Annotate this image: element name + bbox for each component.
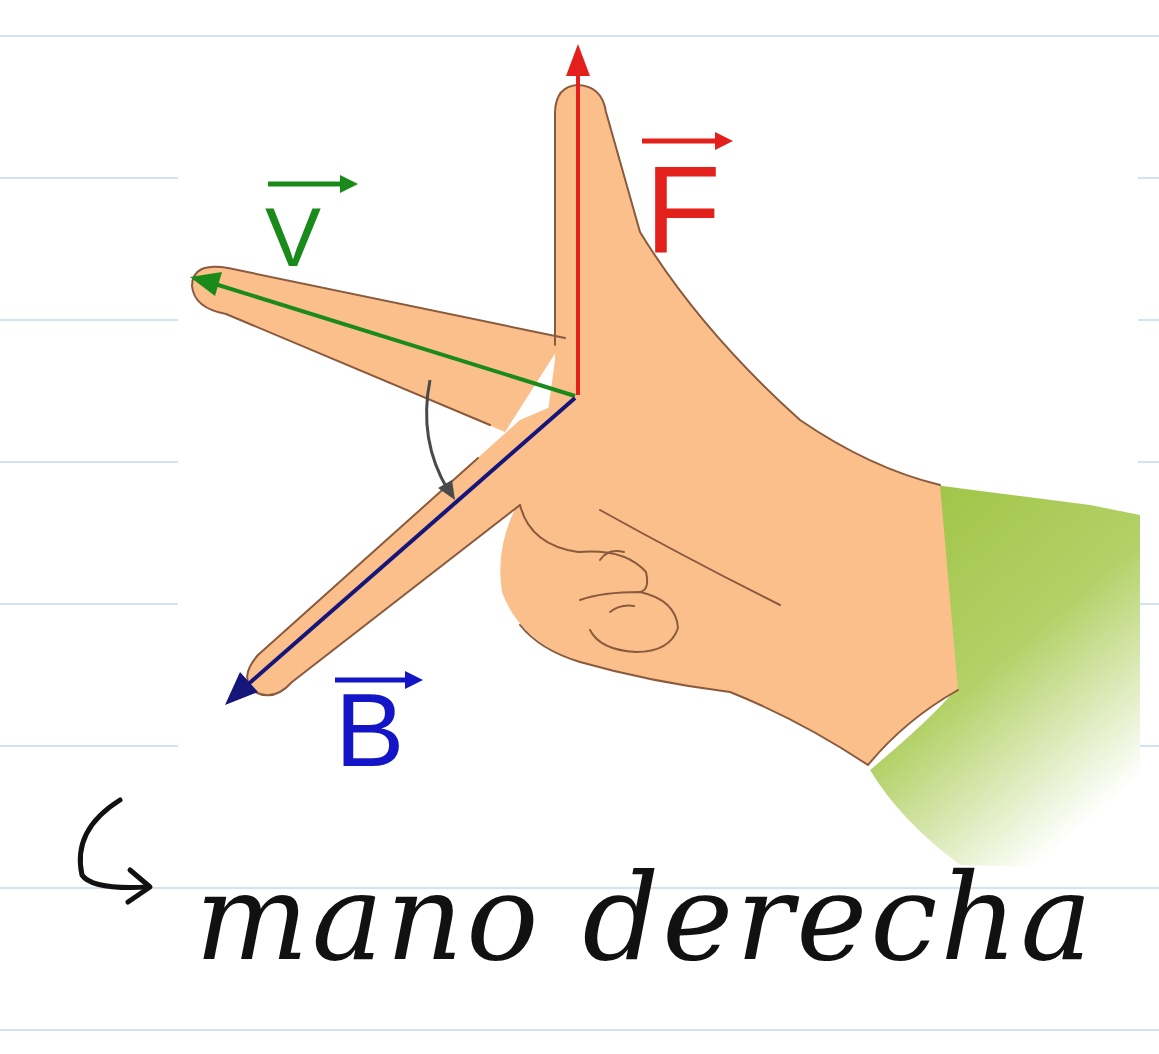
force-vector <box>576 70 580 395</box>
notebook-lines <box>0 36 1159 1030</box>
hand-outline <box>192 85 958 765</box>
field-arrowhead <box>225 672 258 705</box>
velocity-vector <box>215 284 575 396</box>
vector-letter: F <box>645 148 721 272</box>
hand <box>192 85 958 765</box>
vector-overbar <box>268 132 733 689</box>
handwritten-note: mano derecha <box>195 858 1095 978</box>
force-arrowhead <box>566 44 590 76</box>
velocity-arrowhead <box>190 272 222 296</box>
rotation-arrowhead <box>438 480 455 500</box>
vector-letter: B <box>335 678 404 782</box>
vector-letter: V <box>265 195 321 279</box>
field-vector <box>245 398 575 687</box>
rotation-arrow <box>427 380 448 490</box>
hook-arrow <box>80 800 150 902</box>
